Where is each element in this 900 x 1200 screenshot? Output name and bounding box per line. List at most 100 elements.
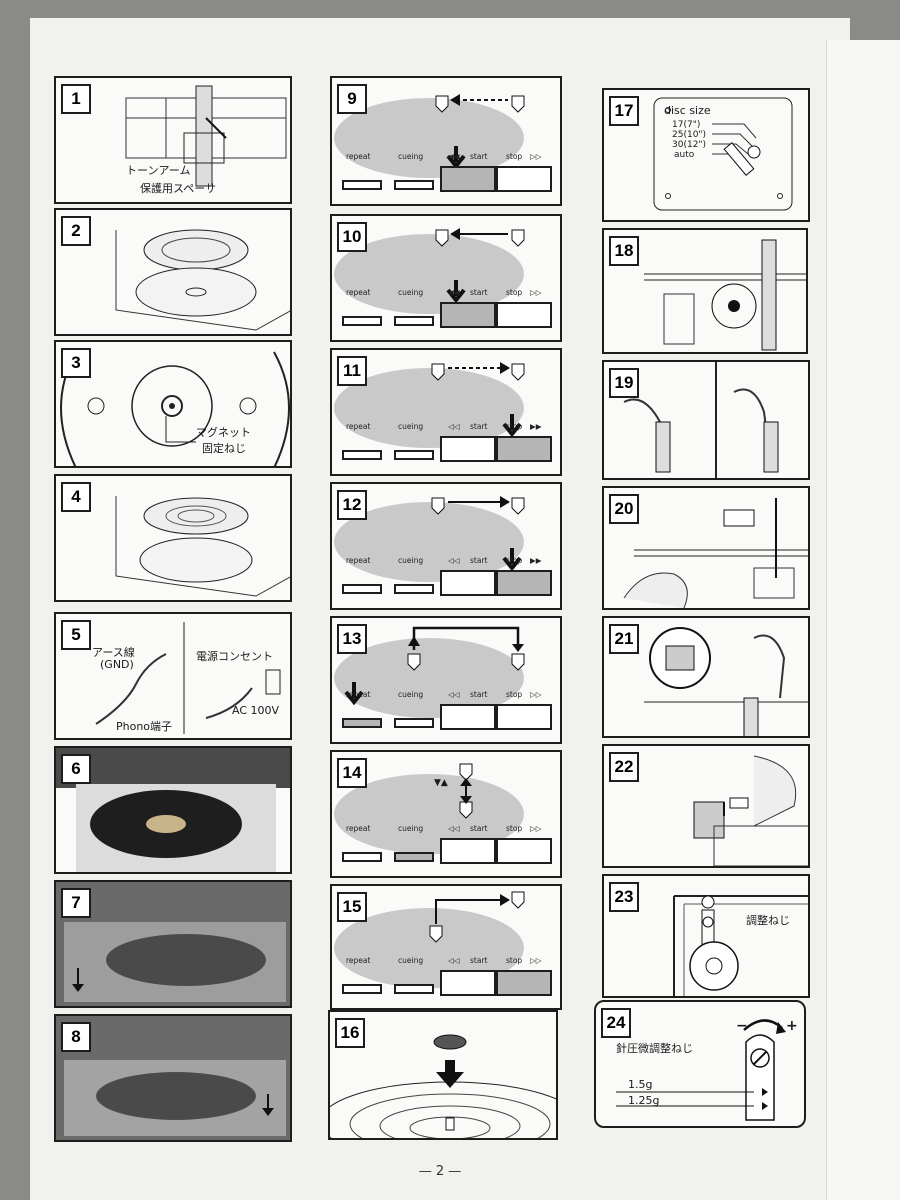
step-15-panel: 15 repeat cueing ◁◁ start stop ▷▷	[330, 884, 562, 1010]
stop-symbol: ▷▷	[530, 152, 542, 161]
start-button[interactable]	[440, 436, 496, 462]
start-label: start	[470, 556, 488, 565]
size-17: 17(7")	[672, 120, 701, 130]
repeat-label: repeat	[346, 422, 371, 431]
control-buttons: repeat cueing ◁◁ start stop ▷▷	[340, 690, 552, 734]
size-auto: auto	[674, 150, 695, 160]
weight-1-25g: 1.25g	[628, 1094, 660, 1107]
step-number: 23	[609, 882, 639, 912]
repeat-button[interactable]	[342, 584, 382, 594]
tonearm-motion-arrow	[431, 496, 525, 572]
repeat-button[interactable]	[342, 718, 382, 728]
repeat-label: repeat	[346, 152, 371, 161]
cueing-arrow	[459, 763, 473, 819]
repeat-button[interactable]	[342, 450, 382, 460]
step-12-panel: 12 repeat cueing ◁◁ start stop ▶▶	[330, 482, 562, 610]
step-number: 11	[337, 356, 367, 386]
start-symbol: ◀◀	[448, 288, 460, 297]
stop-button[interactable]	[496, 570, 552, 596]
start-label: start	[470, 152, 488, 161]
step-3-panel: 3 マグネット 固定ねじ	[54, 340, 292, 468]
step-18-panel: 18	[602, 228, 808, 354]
step-9-panel: 9 repeat cueing ◀◀ start stop ▷▷	[330, 76, 562, 206]
step-20-panel: 20	[602, 486, 810, 610]
start-button[interactable]	[440, 838, 496, 864]
headshell-install-illustration	[623, 362, 779, 478]
stop-button[interactable]	[496, 970, 552, 996]
step-4-panel: 4	[54, 474, 292, 602]
step-number: 13	[337, 624, 367, 654]
stop-button[interactable]	[496, 838, 552, 864]
step-22-panel: 22	[602, 744, 810, 868]
cueing-button[interactable]	[394, 984, 434, 994]
counterweight-illustration	[623, 498, 808, 608]
disc-size-title: disc size	[664, 104, 711, 117]
outlet-label: 電源コンセント	[196, 650, 273, 663]
step-number: 14	[337, 758, 367, 788]
stop-button[interactable]	[496, 166, 552, 192]
stylus-guard-illustration	[693, 755, 808, 866]
step-number: 1	[61, 84, 91, 114]
stop-symbol: ▷▷	[530, 288, 542, 297]
step-number: 20	[609, 494, 639, 524]
start-button[interactable]	[440, 166, 496, 192]
stop-button[interactable]	[496, 704, 552, 730]
step-14-panel: 14 ▼▲ repeat cueing ◁◁ start stop ▷▷	[330, 750, 562, 878]
page-number: — 2 —	[418, 1164, 462, 1179]
step-1-panel: 1 トーンアーム 保護用スペーサ	[54, 76, 292, 204]
start-label: start	[470, 690, 488, 699]
turntable-photo	[56, 748, 290, 872]
stop-button[interactable]	[496, 302, 552, 328]
tonearm-label: トーンアーム	[126, 164, 191, 177]
step-16-panel: 16	[328, 1010, 558, 1140]
cueing-button[interactable]	[394, 584, 434, 594]
repeat-button[interactable]	[342, 180, 382, 190]
cueing-button[interactable]	[394, 450, 434, 460]
stop-label: stop	[506, 956, 523, 965]
pressure-screw-label: 針圧微調整ねじ	[616, 1042, 693, 1055]
tonearm-motion-arrow	[435, 228, 525, 304]
step-23-panel: 23 調整ねじ	[602, 874, 810, 998]
cueing-label: cueing	[398, 422, 424, 431]
start-button[interactable]	[440, 570, 496, 596]
step-number: 9	[337, 84, 367, 114]
stop-label: stop	[506, 824, 523, 833]
cueing-button[interactable]	[394, 180, 434, 190]
step-number: 24	[601, 1008, 631, 1038]
cueing-button[interactable]	[394, 852, 434, 862]
step-number: 2	[61, 216, 91, 246]
start-label: start	[470, 422, 488, 431]
start-button[interactable]	[440, 302, 496, 328]
stop-symbol: ▶▶	[530, 422, 542, 431]
dustcover-close-photo	[56, 1016, 290, 1140]
cueing-button[interactable]	[394, 316, 434, 326]
start-symbol: ◁◁	[448, 556, 460, 565]
step-11-panel: 11 repeat cueing ◁◁ start stop ▶▶	[330, 348, 562, 476]
earth-wire-label: アース線	[92, 646, 135, 659]
start-symbol: ◁◁	[448, 956, 460, 965]
start-symbol: ◁◁	[448, 422, 460, 431]
step-number: 6	[61, 754, 91, 784]
cueing-label: cueing	[398, 956, 424, 965]
repeat-button[interactable]	[342, 984, 382, 994]
spacer-label: 保護用スペーサ	[140, 182, 217, 195]
dustcover-photo	[56, 882, 290, 1006]
start-symbol: ◀◀	[448, 152, 460, 161]
start-label: start	[470, 288, 488, 297]
step-21-panel: 21	[602, 616, 810, 738]
cueing-button[interactable]	[394, 718, 434, 728]
screw-label: 固定ねじ	[202, 442, 246, 455]
stop-button[interactable]	[496, 436, 552, 462]
tonearm-spacer-illustration	[125, 85, 287, 187]
cueing-label: cueing	[398, 824, 424, 833]
repeat-loop-arrow	[344, 626, 525, 706]
step-2-panel: 2	[54, 208, 292, 336]
stop-label: stop	[506, 690, 523, 699]
step-5-panel: 5 アース線 (GND) 電源コンセント Phono端子 AC 100V	[54, 612, 292, 740]
start-button[interactable]	[440, 970, 496, 996]
gnd-label: (GND)	[100, 658, 134, 671]
repeat-button[interactable]	[342, 852, 382, 862]
repeat-button[interactable]	[342, 316, 382, 326]
start-button[interactable]	[440, 704, 496, 730]
start-label: start	[470, 824, 488, 833]
